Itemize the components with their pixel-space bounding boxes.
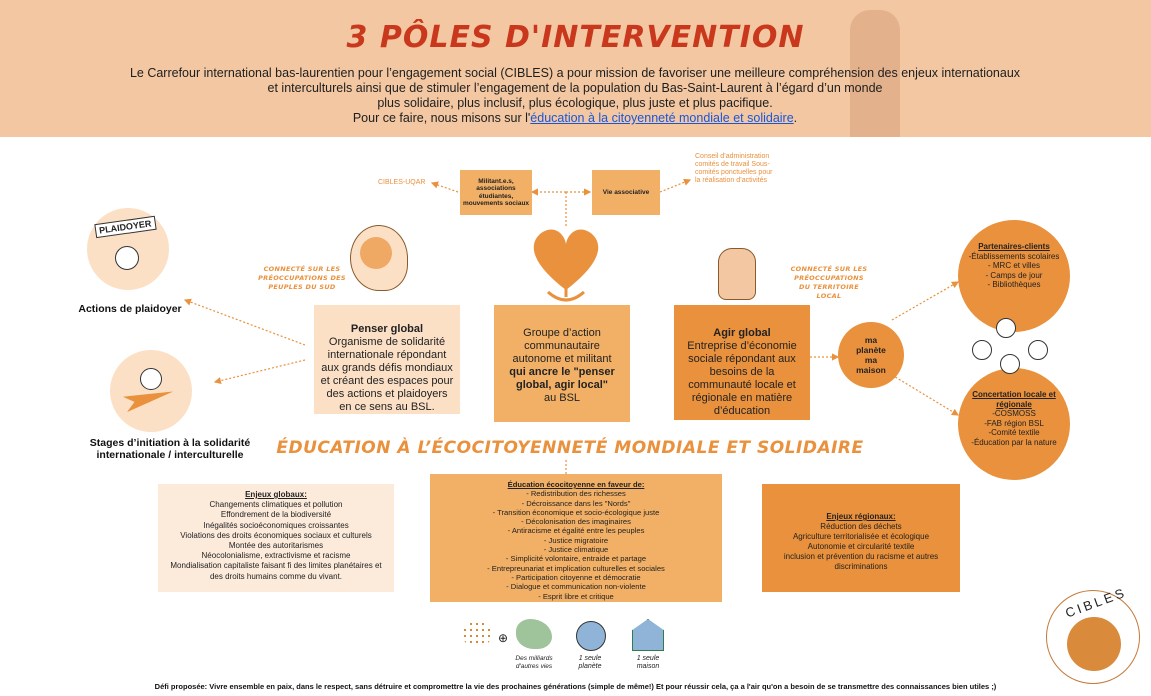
header-banner	[0, 0, 1151, 137]
conseil-note: Conseil d’administration comités de trav…	[695, 153, 773, 184]
cibles-logo: CIBLES	[1046, 584, 1140, 684]
head-globe-icon	[350, 225, 410, 303]
humans-dots-icon	[462, 621, 492, 647]
intro-line-1: Le Carrefour international bas-laurentie…	[129, 66, 1021, 80]
penser-global-title: Penser global	[350, 323, 424, 335]
partenaires-content: Partenaires-clients -Établissements scol…	[968, 242, 1060, 289]
stages-illustration	[110, 350, 192, 432]
groupe-action-text: Groupe d’action communautaire autonome e…	[512, 327, 612, 365]
enjeux-regionaux-title: Enjeux régionaux:	[826, 512, 896, 521]
animals-icon	[516, 619, 552, 649]
plaidoyer-sign: PLAIDOYER	[94, 215, 157, 239]
ma-planete-text: ma planète ma maison	[856, 335, 886, 375]
education-heading: ÉDUCATION À L’ÉCOCITOYENNETÉ MONDIALE ET…	[276, 438, 864, 458]
groupe-action-box: Groupe d’action communautaire autonome e…	[494, 305, 630, 422]
intro-line-4: Pour ce faire, nous misons sur l'éducati…	[352, 111, 798, 125]
intro-text: Le Carrefour international bas-laurentie…	[80, 66, 1070, 126]
intro-line-3: plus solidaire, plus inclusif, plus écol…	[377, 96, 773, 110]
partenaires-title: Partenaires-clients	[978, 242, 1050, 251]
world-illustration: ⊕ Des milliards d'autres vies 1 seule pl…	[458, 615, 688, 681]
planet-icon	[576, 621, 606, 651]
traveler-icon	[140, 368, 162, 390]
footer-text: Défi proposée: Vivre ensemble en paix, d…	[154, 682, 997, 691]
page-title: 3 PÔLES D'INTERVENTION	[346, 20, 805, 55]
groupe-action-bold: qui ancre le "penser global, agir local"	[509, 366, 615, 391]
people-group-icon	[968, 318, 1060, 374]
enjeux-globaux-box: Enjeux globaux: Changements climatiques …	[158, 484, 394, 592]
planete-caption: 1 seule planète	[578, 655, 602, 670]
enjeux-regionaux-box: Enjeux régionaux: Réduction des déchets …	[762, 484, 960, 592]
stages-label: Stages d’initiation à la solidarité inte…	[89, 437, 251, 461]
education-link[interactable]: éducation à la citoyenneté mondiale et s…	[530, 111, 794, 125]
groupe-action-bsl: au BSL	[543, 392, 581, 404]
intro-line-2: et interculturels ainsi que de stimuler …	[267, 81, 883, 95]
raised-hand-icon	[712, 240, 762, 302]
plaidoyer-illustration: PLAIDOYER	[87, 208, 169, 290]
actions-plaidoyer-label: Actions de plaidoyer	[78, 303, 182, 315]
militants-text: Militant.e.s, associations étudiantes, m…	[462, 177, 530, 208]
person-icon	[115, 246, 139, 270]
enjeux-globaux-title: Enjeux globaux:	[245, 490, 307, 499]
logo-inner	[1067, 617, 1121, 671]
vie-associative-box: Vie associative	[592, 170, 660, 215]
ma-planete-circle: ma planète ma maison	[838, 322, 904, 388]
maison-caption: 1 seule maison	[636, 655, 660, 670]
plus-icon: ⊕	[498, 631, 509, 645]
militants-box: Militant.e.s, associations étudiantes, m…	[460, 170, 532, 215]
concertation-circle: Concertation locale et régionale -COSMOS…	[958, 368, 1070, 480]
partenaires-circle: Partenaires-clients -Établissements scol…	[958, 220, 1070, 332]
vie-associative-text: Vie associative	[602, 189, 650, 196]
heart-anchor-icon	[526, 212, 606, 307]
connecte-local-note: CONNECTÉ SUR LES PRÉOCCUPATIONS DU TERRI…	[790, 265, 868, 300]
agir-global-text: Entreprise d’économie sociale répondant …	[687, 340, 797, 417]
connecte-sud-note: CONNECTÉ SUR LES PRÉOCCUPATIONS DES PEUP…	[258, 265, 346, 291]
agir-global-title: Agir global	[713, 327, 771, 339]
penser-global-box: Penser global Organisme de solidarité in…	[314, 305, 460, 414]
penser-global-text: Organisme de solidarité internationale r…	[320, 336, 454, 413]
concertation-content: Concertation locale et régionale -COSMOS…	[971, 390, 1057, 447]
cibles-uqar-label: CIBLES-UQAR	[378, 179, 426, 186]
lighthouse-decoration	[830, 0, 920, 137]
education-faveur-title: Éducation écocitoyenne en faveur de:	[507, 480, 645, 489]
vies-caption: Des milliards d'autres vies	[515, 655, 553, 670]
education-faveur-box: Éducation écocitoyenne en faveur de: - R…	[430, 474, 722, 602]
concertation-title: Concertation locale et régionale	[972, 390, 1056, 409]
house-icon	[632, 619, 664, 651]
agir-global-box: Agir global Entreprise d’économie social…	[674, 305, 810, 420]
